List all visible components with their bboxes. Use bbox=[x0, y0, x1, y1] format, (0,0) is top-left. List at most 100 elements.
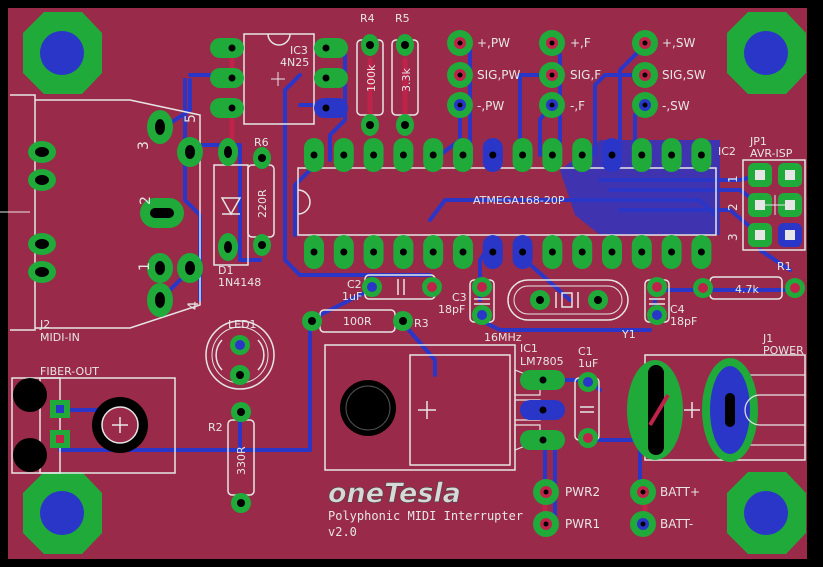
c4-value: 18pF bbox=[670, 315, 697, 328]
ic3-label: IC3 bbox=[290, 44, 308, 57]
resistor-r6: R6 220R bbox=[247, 136, 275, 256]
j2-label: J2 bbox=[39, 318, 50, 331]
brand-version: v2.0 bbox=[328, 525, 357, 539]
crystal-y1: 16MHz Y1 bbox=[484, 279, 636, 344]
y1-label: Y1 bbox=[621, 328, 636, 341]
r6-value: 220R bbox=[256, 189, 269, 218]
fiber-out-label: FIBER-OUT bbox=[40, 365, 99, 378]
diode-d1: D1 1N4148 bbox=[213, 138, 261, 289]
ic2-pin-hole bbox=[310, 151, 318, 159]
midi-pin-5: 5 bbox=[183, 114, 199, 123]
optocoupler-ic3: IC3 4N25 bbox=[210, 33, 348, 125]
r2-label: R2 bbox=[208, 421, 223, 434]
header-pw-pos: +,PW bbox=[477, 36, 510, 50]
c3-label: C3 bbox=[452, 291, 467, 304]
ic2-pin-hole bbox=[489, 248, 497, 256]
resistor-r2: R2 330R bbox=[208, 402, 255, 513]
capacitor-c4: C4 18pF bbox=[644, 277, 697, 328]
ic2-pin-hole bbox=[399, 248, 407, 256]
brand-logo: oneTesla bbox=[328, 478, 461, 509]
header-pw-sig: SIG,PW bbox=[477, 68, 521, 82]
ic2-pin-hole bbox=[697, 151, 705, 159]
r2-value: 330R bbox=[235, 446, 248, 475]
r6-label: R6 bbox=[254, 136, 269, 149]
ic2-pin-hole bbox=[608, 248, 616, 256]
r4-value: 100k bbox=[365, 64, 378, 92]
ic2-pin-hole bbox=[429, 248, 437, 256]
d1-value: 1N4148 bbox=[218, 276, 261, 289]
r4-label: R4 bbox=[360, 12, 375, 25]
r3-label: R3 bbox=[414, 317, 429, 330]
midi-pin-3: 3 bbox=[136, 141, 152, 150]
ic2-pin-hole bbox=[578, 248, 586, 256]
ic2-value: ATMEGA168-20P bbox=[473, 194, 565, 207]
ic2-pin-hole bbox=[370, 248, 378, 256]
resistor-r4: R4 100k bbox=[356, 12, 384, 136]
header-sw-sig: SIG,SW bbox=[662, 68, 706, 82]
capacitor-c1: C1 1uF bbox=[574, 345, 600, 448]
midi-pin-2: 2 bbox=[138, 196, 154, 205]
ic2-pin-hole bbox=[459, 151, 467, 159]
header-sw: +,SW SIG,SW -,SW bbox=[632, 30, 706, 118]
led-led1: LED1 bbox=[205, 318, 275, 390]
ic2-pin-hole bbox=[459, 248, 467, 256]
ic2-pin-hole bbox=[340, 151, 348, 159]
microcontroller-ic2: IC2 ATMEGA168-20P bbox=[297, 138, 736, 269]
ic2-pin-hole bbox=[697, 248, 705, 256]
isp-pin-1: 1 bbox=[726, 175, 740, 183]
regulator-ic1: IC1 LM7805 bbox=[324, 342, 565, 471]
ic2-pin-hole bbox=[668, 248, 676, 256]
ic2-pin-hole bbox=[399, 151, 407, 159]
resistor-r3: 100R R3 bbox=[302, 309, 429, 333]
pad-batt-minus: BATT- bbox=[660, 517, 693, 531]
capacitor-c2: C2 1uF bbox=[342, 274, 442, 303]
pad-pwr2: PWR2 bbox=[565, 485, 600, 499]
midi-pin-4: 4 bbox=[186, 301, 202, 310]
header-f: +,F SIG,F -,F bbox=[539, 30, 601, 118]
resistor-r5: R5 3.3k bbox=[391, 12, 419, 136]
ic2-pin-hole bbox=[429, 151, 437, 159]
c2-label: C2 bbox=[347, 278, 362, 291]
power-pads: PWR2 PWR1 BATT+ BATT- bbox=[533, 479, 700, 537]
r1-value: 4.7k bbox=[735, 283, 759, 296]
ic2-pin-hole bbox=[370, 151, 378, 159]
isp-pin-2: 2 bbox=[726, 203, 740, 211]
ic2-pin-hole bbox=[638, 248, 646, 256]
ic2-pin-hole bbox=[548, 248, 556, 256]
ic1-value: LM7805 bbox=[520, 355, 564, 368]
c1-value: 1uF bbox=[578, 357, 598, 370]
pad-pwr1: PWR1 bbox=[565, 517, 600, 531]
c2-value: 1uF bbox=[342, 290, 362, 303]
ic2-pin-hole bbox=[608, 151, 616, 159]
mounting-holes bbox=[23, 12, 806, 554]
r5-label: R5 bbox=[395, 12, 410, 25]
ic2-pin-hole bbox=[578, 151, 586, 159]
ic2-pin-hole bbox=[519, 248, 527, 256]
j1-label: J1 bbox=[762, 332, 773, 345]
pad-batt-plus: BATT+ bbox=[660, 485, 700, 499]
header-pw: +,PW SIG,PW -,PW bbox=[447, 30, 521, 118]
c1-label: C1 bbox=[578, 345, 593, 358]
capacitor-c3: C3 18pF bbox=[438, 277, 495, 325]
r3-value: 100R bbox=[343, 315, 372, 328]
mounting-hole-br bbox=[727, 472, 806, 554]
header-sw-neg: -,SW bbox=[662, 99, 690, 113]
isp-header-jp1: 1 2 3 JP1 AVR-ISP bbox=[726, 135, 806, 251]
header-sw-pos: +,SW bbox=[662, 36, 695, 50]
ic2-pin-hole bbox=[310, 248, 318, 256]
isp-pin-3: 3 bbox=[726, 233, 740, 241]
mounting-hole-tl bbox=[23, 12, 102, 94]
mounting-hole-bl bbox=[23, 472, 102, 554]
ic2-pin-hole bbox=[340, 248, 348, 256]
header-f-neg: -,F bbox=[570, 99, 585, 113]
resistor-r1: R1 4.7k bbox=[693, 260, 805, 300]
ic2-pin-hole bbox=[668, 151, 676, 159]
r1-label: R1 bbox=[777, 260, 792, 273]
header-f-pos: +,F bbox=[570, 36, 591, 50]
header-pw-neg: -,PW bbox=[477, 99, 504, 113]
c3-value: 18pF bbox=[438, 303, 465, 316]
branding: oneTesla Polyphonic MIDI Interrupter v2.… bbox=[328, 478, 523, 539]
ic1-label: IC1 bbox=[520, 342, 538, 355]
midi-pin-1: 1 bbox=[137, 262, 153, 271]
